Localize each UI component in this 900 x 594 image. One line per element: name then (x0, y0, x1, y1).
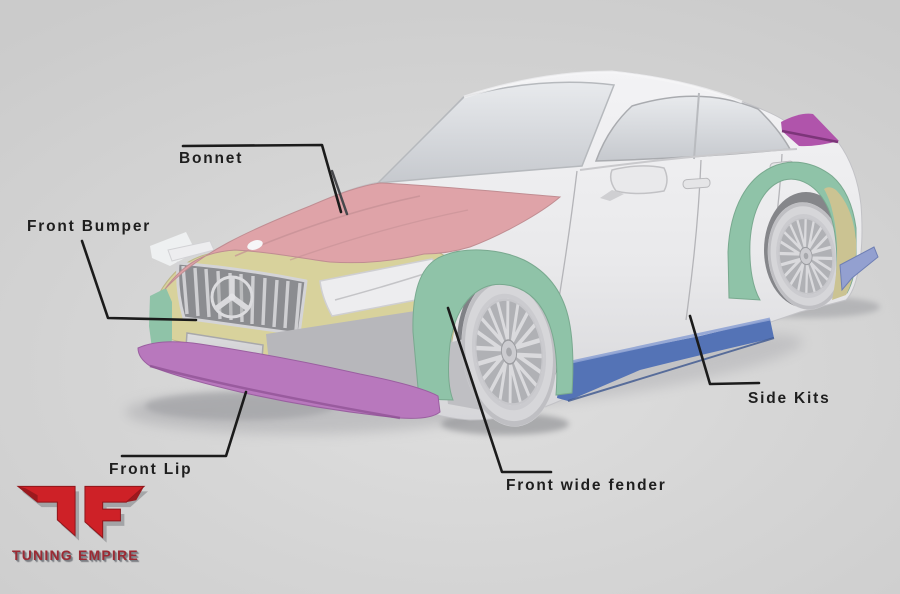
bonnet-crease (289, 209, 469, 261)
mercedes-star-icon (210, 275, 254, 319)
brand-logo: TUNING EMPIRE (12, 482, 162, 563)
front-lip-shadow (149, 364, 401, 420)
side-mirror (609, 165, 668, 195)
headlight-detail (334, 271, 431, 301)
leader-line-front-wide-fender (446, 306, 553, 474)
rear-diffuser (839, 246, 879, 292)
front-fender-flare (412, 249, 574, 401)
rear-spoiler-edge (781, 129, 839, 144)
mirror-stalk (600, 190, 624, 201)
label-bonnet: Bonnet (179, 150, 244, 167)
b-pillar (693, 92, 700, 160)
beltline (579, 148, 798, 171)
label-front-lip: Front Lip (109, 461, 193, 478)
far-headlight (167, 240, 215, 262)
label-front-bumper: Front Bumper (27, 218, 152, 235)
leader-line-side-kits (688, 314, 761, 386)
grille (176, 261, 308, 336)
roof-highlight (463, 70, 743, 104)
door-handle (682, 177, 711, 190)
leader-line-front-bumper (80, 239, 198, 322)
front-lip-panel (137, 341, 441, 419)
side-skirt-highlight (561, 317, 771, 366)
leader-line-front-lip (120, 390, 248, 458)
side-skirt-panel (557, 319, 774, 401)
label-side-kits: Side Kits (748, 390, 831, 407)
rear-spoiler (781, 113, 839, 147)
grille-slats (181, 265, 302, 331)
wiper (330, 169, 349, 216)
leader-line-bonnet (181, 143, 343, 214)
tuning-empire-emblem-icon (16, 485, 149, 543)
leader-lines (80, 143, 761, 474)
windshield (376, 81, 616, 184)
label-front-wide-fender: Front wide fender (506, 477, 667, 494)
brand-name: TUNING EMPIRE (12, 547, 139, 563)
side-skirt-shadow (567, 337, 775, 402)
bonnet-badge (247, 240, 263, 250)
